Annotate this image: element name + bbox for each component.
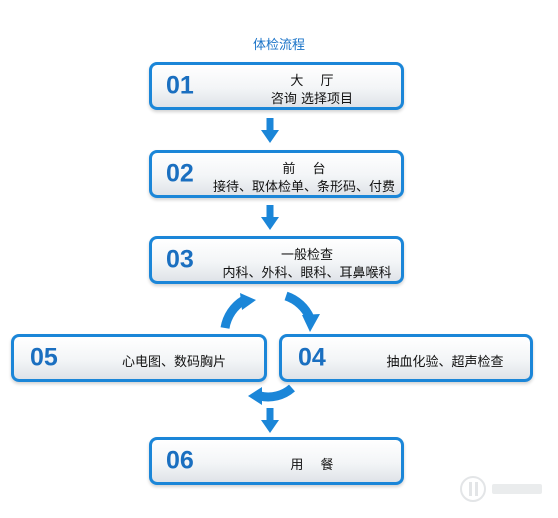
step-06-number: 06	[166, 446, 194, 475]
step-02-title: 前 台	[282, 162, 326, 177]
step-04-box: 04 抽血化验、超声检查	[279, 334, 533, 382]
watermark-logo	[460, 476, 542, 502]
step-04-label: 抽血化验、超声检查	[386, 355, 504, 370]
arrow-down-2	[261, 205, 279, 230]
step-02-number: 02	[166, 159, 194, 188]
step-03-box: 03 一般检查 内科、外科、眼科、耳鼻喉科	[149, 236, 404, 284]
step-02-subtitle: 接待、取体检单、条形码、付费	[212, 180, 395, 195]
step-01-subtitle: 咨询 选择项目	[270, 92, 354, 107]
step-02-box: 02 前 台 接待、取体检单、条形码、付费	[149, 150, 404, 198]
step-03-title: 一般检查	[280, 248, 333, 263]
step-03-number: 03	[166, 245, 194, 274]
step-06-label: 用 餐	[290, 458, 334, 473]
cycle-arrows-icon	[220, 291, 320, 405]
arrow-down-3	[261, 408, 279, 433]
diagram-title: 体检流程	[252, 38, 305, 53]
step-01-title: 大 厅	[290, 74, 334, 89]
step-05-box: 05 心电图、数码胸片	[11, 334, 267, 382]
arrow-down-1	[261, 118, 279, 143]
step-04-number: 04	[298, 343, 326, 372]
step-03-subtitle: 内科、外科、眼科、耳鼻喉科	[222, 266, 392, 281]
step-05-label: 心电图、数码胸片	[121, 355, 226, 370]
step-05-number: 05	[30, 343, 58, 372]
step-01-box: 01 大 厅 咨询 选择项目	[149, 62, 404, 110]
step-06-box: 06 用 餐	[149, 437, 404, 485]
step-01-number: 01	[166, 71, 194, 100]
